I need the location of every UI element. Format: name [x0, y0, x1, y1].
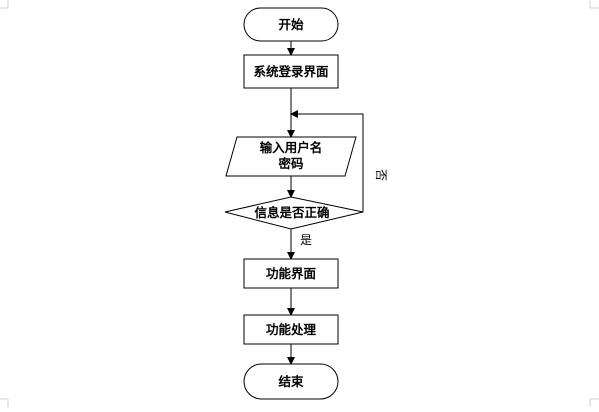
- decision-label: 信息是否正确: [254, 205, 329, 220]
- function-screen-label: 功能界面: [266, 266, 317, 281]
- start-node: 开始: [243, 7, 339, 42]
- input-label-line1: 输入用户名: [260, 140, 323, 155]
- end-label: 结束: [278, 374, 304, 389]
- no-label: 否: [374, 169, 388, 181]
- arrow-no-loop: [290, 110, 364, 212]
- login-screen-label: 系统登录界面: [253, 64, 329, 79]
- yes-label: 是: [300, 233, 312, 247]
- login-screen-node: 系统登录界面: [243, 54, 339, 89]
- decision-node: 信息是否正确: [224, 196, 364, 230]
- function-screen-node: 功能界面: [243, 258, 339, 289]
- input-label-line2: 密码: [277, 156, 303, 171]
- start-label: 开始: [278, 17, 304, 32]
- end-node: 结束: [243, 363, 339, 400]
- input-node: 输入用户名 密码: [225, 136, 357, 177]
- function-process-label: 功能处理: [266, 322, 317, 337]
- function-process-node: 功能处理: [243, 314, 339, 345]
